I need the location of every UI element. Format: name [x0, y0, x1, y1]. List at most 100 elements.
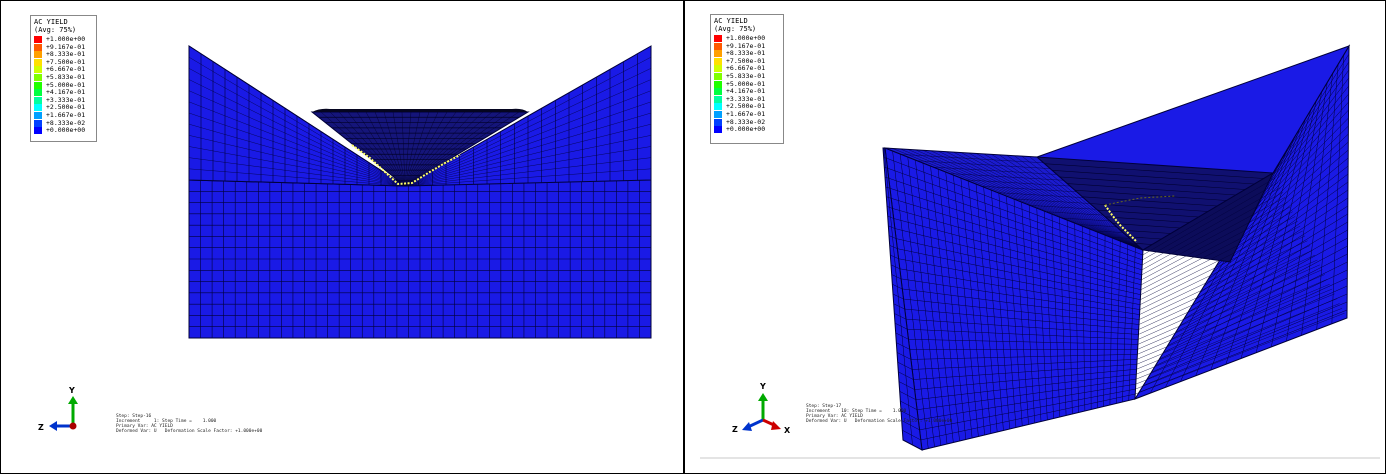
- left-valley-line: [383, 111, 406, 187]
- left-valley-line: [347, 111, 406, 187]
- legend-left-swatch: [34, 43, 42, 51]
- left-slope-line: [404, 68, 652, 187]
- right-left-face-line: [895, 332, 909, 340]
- right-front-face-line: [912, 359, 1138, 370]
- right-front-face-line: [902, 288, 1140, 320]
- legend-left-value: +2.500e-01: [46, 103, 86, 112]
- right-front-face-line: [918, 383, 1136, 421]
- left-valley-line: [338, 111, 406, 187]
- right-right-face-line: [1252, 85, 1349, 207]
- legend-left-value: +6.667e-01: [46, 65, 86, 74]
- step-info-left: Step: Step-16 Increment 1: Step Time = 1…: [116, 414, 263, 434]
- right-left-face-line: [894, 322, 908, 330]
- legend-right-swatch: [714, 50, 722, 58]
- right-right-face-line: [1136, 283, 1330, 365]
- legend-right-value: +1.667e-01: [726, 110, 766, 118]
- right-right-face-line: [1220, 149, 1349, 260]
- right-left-face-line: [889, 245, 898, 249]
- legend-right-swatch: [714, 126, 722, 134]
- right-right-face-line: [1232, 125, 1349, 240]
- right-valley-line: [1067, 183, 1236, 196]
- right-front-face-line: [894, 228, 1141, 290]
- legend-right-value: +5.833e-01: [726, 72, 766, 80]
- left-valley-line: [404, 111, 439, 187]
- right-right-face-line: [1135, 303, 1340, 385]
- left-valley-line: [404, 111, 484, 187]
- right-left-face-line: [900, 410, 919, 421]
- right-left-face-line: [896, 352, 912, 360]
- legend-right-swatch: [714, 80, 722, 88]
- right-right-face-line: [1203, 181, 1349, 287]
- right-left-face-line: [884, 176, 889, 179]
- right-right-face-line: [1141, 206, 1291, 285]
- legend-right-subtitle: (Avg: 75%): [714, 25, 757, 33]
- right-right-face-line: [1191, 205, 1348, 307]
- right-valley-line: [1052, 169, 1255, 185]
- right-right-face-line: [1136, 288, 1333, 370]
- right-right-face-line: [1143, 301, 1348, 386]
- right-front-face-line: [889, 188, 1143, 271]
- axis-left-z-label: Z: [38, 423, 44, 432]
- left-valley-line: [404, 111, 412, 187]
- left-valley-line: [404, 111, 511, 187]
- right-valley-line: [1059, 176, 1246, 190]
- legend-left-value: +5.833e-01: [46, 73, 86, 81]
- right-top-left-line: [1078, 224, 1117, 227]
- right-right-face-line: [1137, 269, 1323, 350]
- left-valley-line: [374, 111, 406, 187]
- right-left-face-line: [896, 342, 910, 350]
- legend-left-swatch: [34, 81, 42, 89]
- left-slope-line: [404, 123, 652, 187]
- left-slope-line: [188, 146, 406, 187]
- left-slope-line: [188, 56, 406, 187]
- left-slope-line: [188, 123, 406, 187]
- right-front-face-line: [920, 393, 1136, 441]
- legend-right-value: +0.000e+00: [726, 125, 766, 134]
- right-right-face-line: [1187, 213, 1348, 313]
- right-valley-line: [1120, 229, 1171, 234]
- right-right-face-line: [1195, 197, 1349, 300]
- legend-left-swatch: [34, 58, 42, 66]
- right-right-face-line: [1137, 274, 1325, 355]
- right-front-face-line: [892, 208, 1142, 281]
- left-slope-line: [188, 90, 406, 187]
- legend-left-value: +7.500e-01: [46, 57, 86, 66]
- legend-left-swatch: [34, 96, 42, 104]
- left-valley-line: [404, 111, 475, 187]
- axis-right-z-arrow: [747, 418, 764, 429]
- right-front-face-line: [886, 157, 1143, 256]
- legend-left: AC YIELD (Avg: 75%) +1.000e+00+9.167e-01…: [30, 15, 97, 142]
- right-right-face-line: [1138, 254, 1316, 335]
- left-valley-line: [404, 111, 421, 187]
- right-left-face-line: [891, 274, 902, 280]
- axis-left-origin: [69, 422, 77, 430]
- legend-left-subtitle: (Avg: 75%): [34, 26, 77, 34]
- legend-left-value: +1.667e-01: [46, 111, 86, 119]
- legend-left-swatch: [34, 104, 42, 112]
- right-right-face-line: [1138, 245, 1311, 325]
- right-right-face-line: [1140, 221, 1298, 300]
- right-right-face-line: [1211, 165, 1349, 273]
- right-right-face-line: [1163, 261, 1348, 353]
- right-front-face-line: [914, 368, 1137, 390]
- left-slope-line: [404, 56, 652, 187]
- right-right-face-line: [1135, 298, 1338, 380]
- right-top-left-line: [1046, 211, 1104, 216]
- left-slope-line: [188, 68, 406, 187]
- legend-right-swatch: [714, 73, 722, 80]
- right-front-face-line: [887, 167, 1143, 261]
- right-top-left-line: [965, 179, 1071, 187]
- legend-left-value: +8.333e-02: [46, 118, 86, 127]
- right-valley-line: [1105, 216, 1190, 223]
- right-left-face-line: [899, 391, 916, 400]
- legend-right: AC YIELD (Avg: 75%) +1.000e+00+9.167e-01…: [710, 14, 784, 144]
- right-front-face-line: [917, 378, 1137, 410]
- left-valley-line: [404, 111, 493, 187]
- legend-left-swatch: [34, 119, 42, 127]
- right-valley-line: [1135, 243, 1153, 245]
- right-right-face-line: [1138, 259, 1318, 340]
- right-top-left-line: [901, 154, 1044, 164]
- right-right-face-line: [1264, 61, 1350, 187]
- right-top-left-line: [917, 160, 1051, 169]
